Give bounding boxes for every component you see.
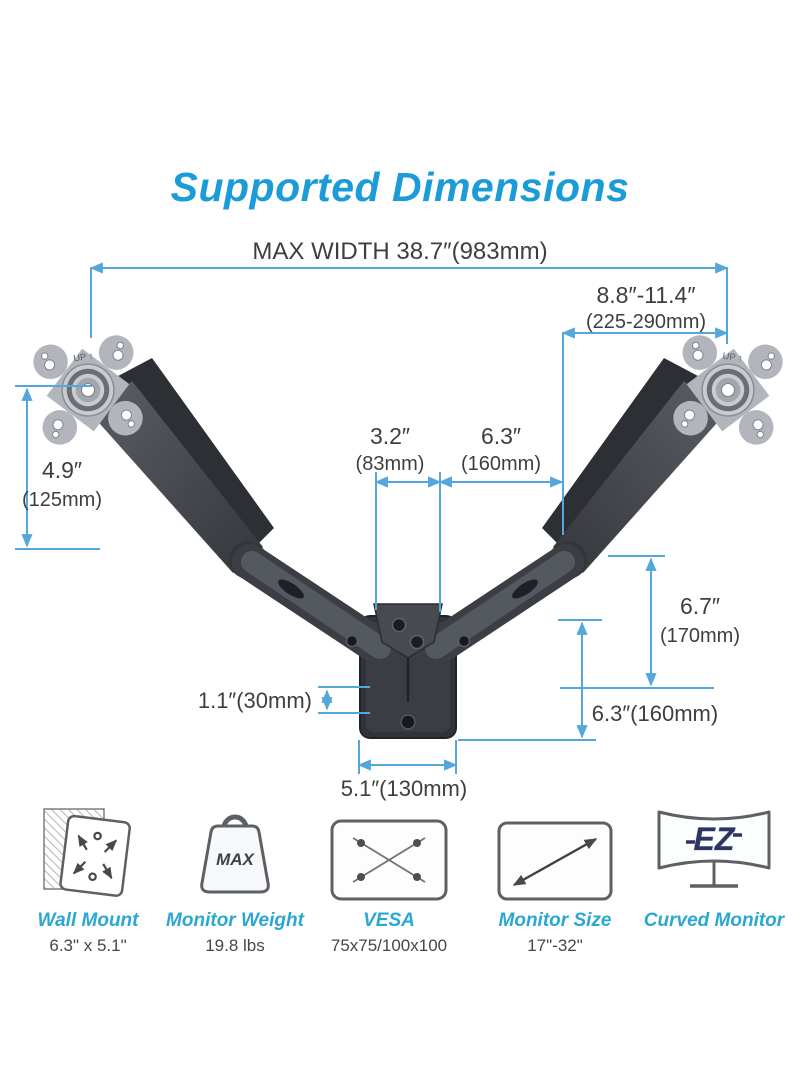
dim-wall-to-pivot — [374, 472, 564, 612]
dim-max-width-label: MAX WIDTH 38.7″(983mm) — [252, 238, 547, 265]
dim-arm-drop-label: 6.7″ — [680, 593, 720, 619]
dim-vesa-plate-height — [15, 385, 100, 550]
vesa-plate-right: UP ↑ — [673, 335, 783, 445]
vesa-plate-left: UP ↑ — [33, 335, 143, 445]
wall-mount-icon — [43, 808, 131, 897]
dim-arm-extension-label: 8.8″-11.4″ — [597, 282, 696, 308]
dim-pivot-span-mm: (160mm) — [461, 453, 541, 475]
curved-monitor-icon: EZ — [657, 810, 771, 888]
dim-vesa-plate-height-label: 4.9″ — [42, 457, 82, 483]
dim-plate-drop — [458, 619, 602, 741]
feature-label-wall-mount: Wall Mount — [37, 910, 139, 931]
feature-value-monitor-weight: 19.8 lbs — [205, 936, 265, 955]
dim-plate-width-label: 5.1″(130mm) — [341, 776, 467, 801]
dim-pivot-span-label: 6.3″ — [481, 423, 521, 449]
feature-label-curved-monitor: Curved Monitor — [643, 910, 785, 931]
feature-monitor-size: Monitor Size 17"-32" — [472, 803, 638, 956]
feature-label-monitor-size: Monitor Size — [498, 910, 612, 931]
dim-vesa-plate-height-mm: (125mm) — [22, 489, 102, 511]
feature-label-vesa: VESA — [363, 910, 415, 931]
dim-wall-to-pivot-label: 3.2″ — [370, 423, 410, 449]
feature-row: Wall Mount 6.3" x 5.1" MAX Monitor Weigh… — [0, 803, 800, 983]
feature-value-monitor-size: 17"-32" — [527, 936, 583, 955]
vesa-icon — [330, 819, 448, 901]
dim-arm-extension-mm: (225-290mm) — [586, 311, 706, 333]
dimension-labels: MAX WIDTH 38.7″(983mm) 8.8″-11.4″ (225-2… — [22, 238, 740, 801]
dim-plate-width — [357, 740, 458, 774]
feature-value-vesa: 75x75/100x100 — [330, 936, 448, 955]
dim-plate-drop-label: 6.3″(160mm) — [592, 701, 718, 726]
feature-vesa: VESA 75x75/100x100 — [310, 803, 468, 956]
dim-plate-thickness — [318, 686, 370, 714]
feature-curved-monitor: EZ Curved Monitor — [638, 803, 790, 936]
mount-product: UP ↑ UP ↑ — [33, 335, 783, 739]
dim-arm-drop-mm: (170mm) — [660, 625, 740, 647]
lower-arm-left — [232, 544, 401, 668]
dim-arm-drop — [560, 555, 714, 689]
plate-up-marking-left: UP ↑ — [73, 351, 94, 364]
ez-logo-text: EZ — [694, 821, 736, 857]
feature-monitor-weight: MAX Monitor Weight 19.8 lbs — [160, 803, 310, 956]
bracket-cap — [373, 603, 443, 730]
feature-wall-mount: Wall Mount 6.3" x 5.1" — [16, 803, 160, 956]
dim-arm-extension — [561, 327, 729, 535]
dimension-lines — [15, 262, 729, 774]
dim-plate-thickness-label: 1.1″(30mm) — [198, 688, 312, 713]
monitor-size-icon — [497, 821, 613, 901]
dimension-diagram: UP ↑ UP ↑ — [15, 238, 783, 801]
feature-value-wall-mount: 6.3" x 5.1" — [49, 936, 127, 955]
page-title: Supported Dimensions — [170, 164, 630, 210]
lower-arm-right — [415, 544, 584, 668]
dim-wall-to-pivot-mm: (83mm) — [356, 453, 425, 475]
plate-up-marking-right: UP ↑ — [722, 351, 743, 364]
weight-max-text: MAX — [216, 850, 255, 869]
feature-label-monitor-weight: Monitor Weight — [166, 910, 304, 931]
monitor-weight-icon: MAX — [200, 814, 270, 894]
